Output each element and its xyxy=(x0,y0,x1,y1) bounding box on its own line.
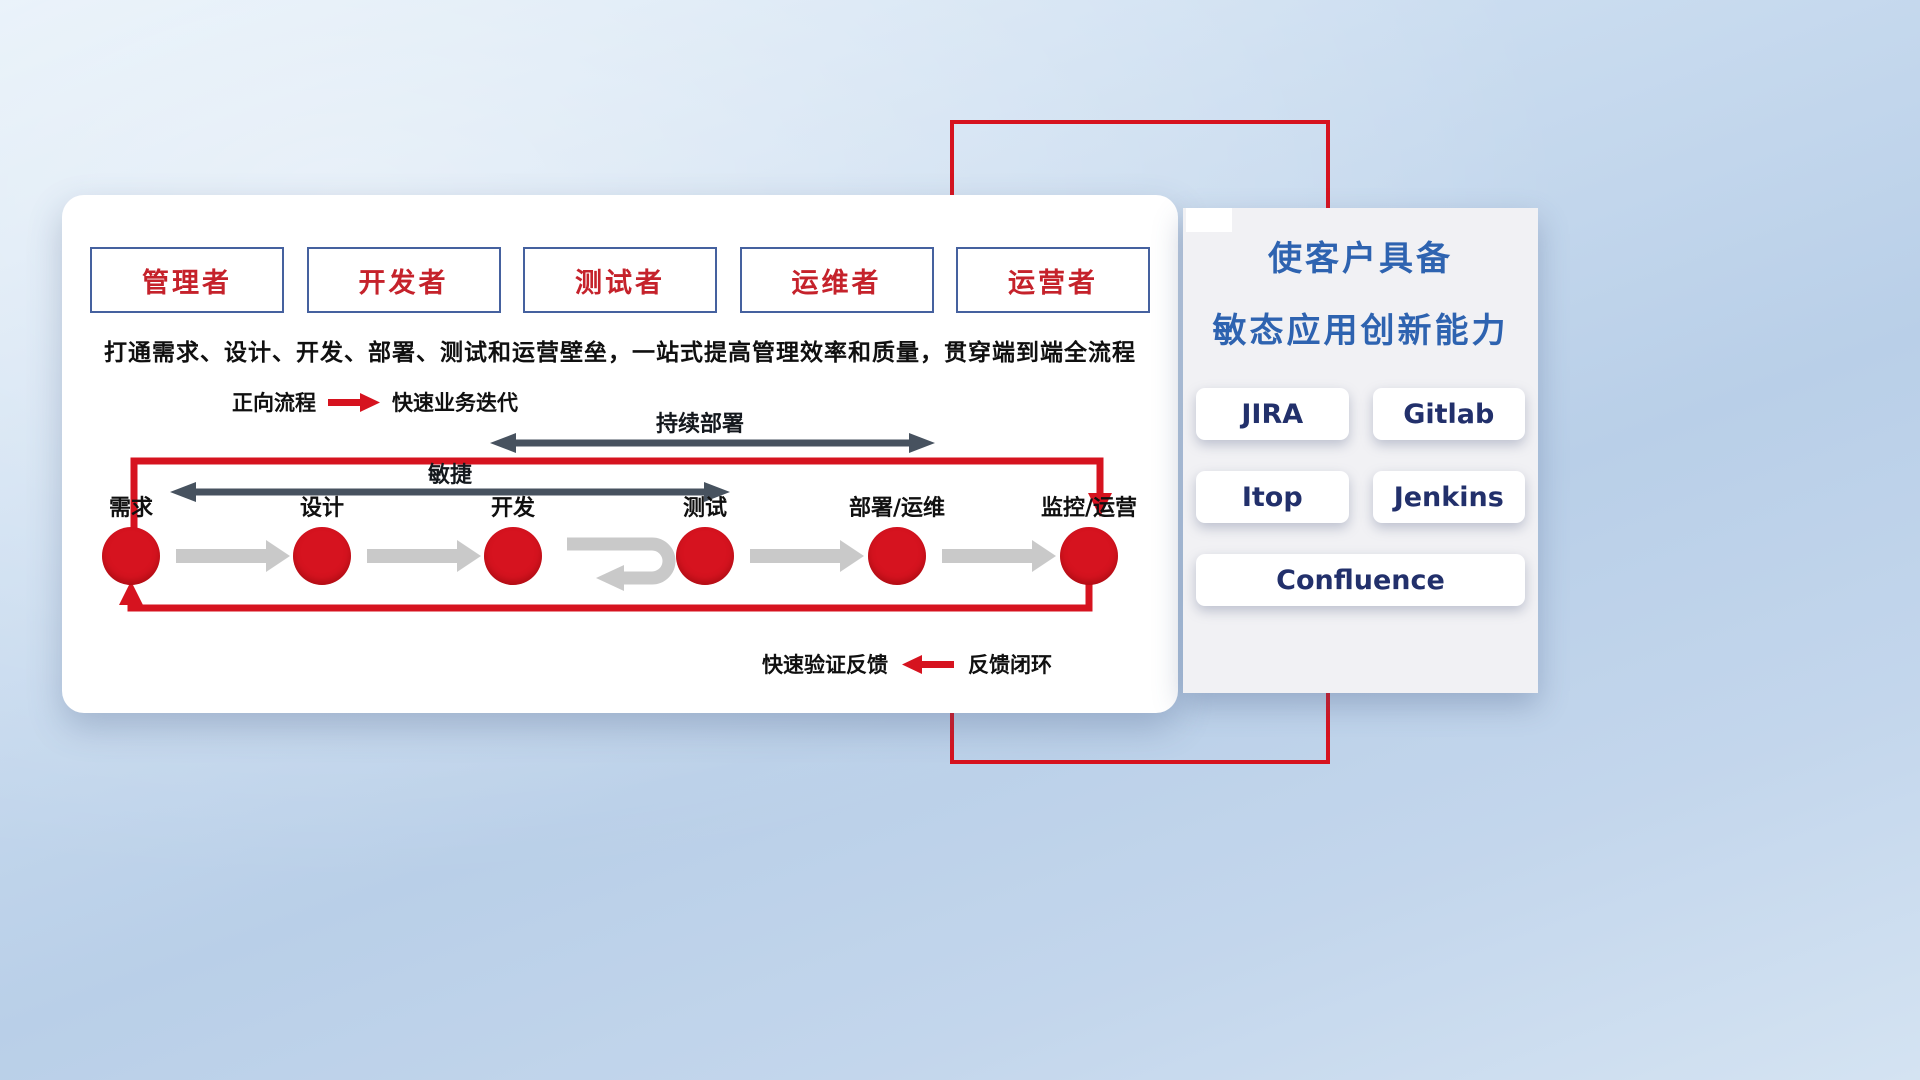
stage-circle xyxy=(1060,527,1118,585)
tool-confluence: Confluence xyxy=(1196,554,1525,606)
panel-subtitle: 打通需求、设计、开发、部署、测试和运营壁垒，一站式提高管理效率和质量，贯穿端到端… xyxy=(104,340,1136,366)
forward-flow-desc: 快速业务迭代 xyxy=(392,391,518,415)
role-box-tester: 测试者 xyxy=(523,247,717,313)
side-panel-title-line1: 使客户具备 xyxy=(1268,239,1453,279)
role-box-manager: 管理者 xyxy=(90,247,284,313)
flow-stage-design: 设计 xyxy=(247,493,397,585)
tool-gitlab: Gitlab xyxy=(1372,388,1525,440)
capability-side-panel: 使客户具备 敏态应用创新能力 JIRA Gitlab Itop Jenkins … xyxy=(1183,208,1538,693)
role-box-developer: 开发者 xyxy=(306,247,501,313)
agile-label: 敏捷 xyxy=(427,463,472,488)
stage-label: 开发 xyxy=(490,496,535,521)
stage-label: 部署/运维 xyxy=(848,496,946,521)
stage-circle xyxy=(676,527,734,585)
tool-itop: Itop xyxy=(1196,471,1349,523)
role-label: 管理者 xyxy=(142,267,232,299)
devops-flow-panel: 管理者 开发者 测试者 运维者 运营者 打通需求、设计、开发、部署、测试和运营壁… xyxy=(62,195,1178,713)
tool-grid: JIRA Gitlab Itop Jenkins Confluence xyxy=(1196,388,1525,606)
feedback-fast-label: 快速验证反馈 xyxy=(762,653,888,677)
continuous-deployment-label: 持续部署 xyxy=(655,412,744,437)
tool-jira: JIRA xyxy=(1196,388,1349,440)
role-box-operation: 运营者 xyxy=(956,247,1150,313)
forward-flow-label: 正向流程 xyxy=(232,391,316,415)
tool-jenkins: Jenkins xyxy=(1372,471,1525,523)
forward-gray-arrows xyxy=(176,540,1056,572)
agile-span-arrow xyxy=(170,482,730,502)
flow-stage-deploy-ops: 部署/运维 xyxy=(822,493,972,585)
flow-stage-testing: 测试 xyxy=(630,493,780,585)
feedback-loop-label: 反馈闭环 xyxy=(968,653,1052,677)
role-label: 测试者 xyxy=(575,267,665,299)
dev-test-loop-icon xyxy=(567,537,676,591)
flow-stage-monitor-operation: 监控/运营 xyxy=(1014,493,1164,585)
stage-label: 需求 xyxy=(108,496,153,521)
flow-stage-development: 开发 xyxy=(438,493,588,585)
stage-circle xyxy=(484,527,542,585)
continuous-deployment-arrow xyxy=(490,433,935,453)
forward-flow-legend: 正向流程 快速业务迭代 xyxy=(232,387,518,417)
flow-stage-requirements: 需求 xyxy=(56,493,206,585)
role-box-ops: 运维者 xyxy=(739,247,934,313)
stage-label: 监控/运营 xyxy=(1040,496,1138,521)
stage-circle xyxy=(102,527,160,585)
feedback-legend: 快速验证反馈 反馈闭环 xyxy=(762,649,1052,679)
role-label: 运营者 xyxy=(1008,267,1098,299)
flow-diagram-svg xyxy=(119,433,1112,612)
side-panel-title-line2: 敏态应用创新能力 xyxy=(1212,311,1509,351)
role-label: 开发者 xyxy=(358,267,449,299)
right-arrow-icon xyxy=(328,393,380,412)
role-label: 运维者 xyxy=(791,267,882,299)
stage-circle xyxy=(868,527,926,585)
stage-label: 设计 xyxy=(299,496,344,521)
panel-corner-notch xyxy=(1186,208,1232,232)
stage-label: 测试 xyxy=(682,496,727,521)
stage-circle xyxy=(293,527,351,585)
role-boxes-row: 管理者 开发者 测试者 运维者 运营者 xyxy=(90,247,1150,313)
left-arrow-icon xyxy=(902,655,954,674)
red-feedback-loop xyxy=(119,457,1112,612)
